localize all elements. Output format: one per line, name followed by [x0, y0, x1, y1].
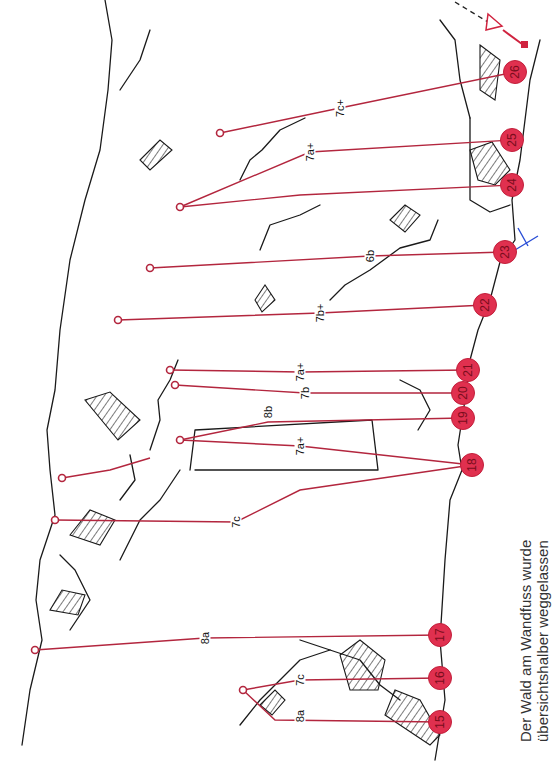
route-number-circle	[461, 454, 484, 477]
route-number: 23	[493, 240, 517, 264]
route-number-text: 26	[509, 65, 521, 78]
route-number-text: 17	[434, 628, 446, 641]
approach-arrow	[486, 14, 502, 30]
route-number-circle	[501, 174, 524, 197]
route-number-circle	[452, 382, 475, 405]
belay-anchor	[115, 317, 122, 324]
grade-label: 7b	[300, 386, 311, 400]
belay-anchor	[177, 204, 184, 211]
rock-crack	[260, 205, 320, 250]
belay-anchor	[52, 517, 59, 524]
route-number-text: 20	[457, 386, 469, 399]
hatched-rock	[340, 640, 385, 690]
route-number: 15	[428, 710, 452, 734]
route-number-circle	[494, 241, 517, 264]
grade-label: 7b+	[315, 303, 326, 324]
route-line	[35, 635, 440, 650]
route-line	[220, 72, 515, 133]
rock-crack	[120, 455, 135, 500]
rock-crack	[150, 360, 178, 450]
rock-crack	[400, 380, 430, 430]
route-number: 20	[451, 381, 475, 405]
hatched-rock	[70, 510, 115, 545]
route-number: 24	[500, 173, 524, 197]
grade-label: 7c+	[335, 98, 346, 118]
route-number-circle	[452, 407, 475, 430]
route-number-text: 25	[506, 133, 518, 146]
belay-anchor	[167, 367, 174, 374]
belay-anchor	[240, 687, 247, 694]
route-number-text: 18	[466, 458, 478, 471]
grade-label: 8a	[295, 709, 306, 723]
route-line	[150, 252, 505, 268]
rock-crack	[440, 20, 470, 118]
approach-path	[455, 2, 488, 22]
belay-anchor	[217, 130, 224, 137]
route-number: 18	[460, 453, 484, 477]
hatched-rock	[255, 285, 275, 312]
route-number-circle	[457, 359, 480, 382]
hatched-rock	[480, 45, 500, 100]
route-number-text: 19	[457, 411, 469, 424]
hatched-rock	[390, 205, 420, 232]
hatched-rock	[85, 392, 140, 440]
approach-path	[503, 30, 522, 44]
route-line	[170, 370, 468, 372]
route-line	[118, 305, 485, 320]
route-number: 16	[428, 666, 452, 690]
route-line	[180, 140, 512, 207]
grade-label: 8b	[263, 405, 274, 419]
route-line	[175, 385, 463, 393]
caption-note: Der Wald am Wandfuss wurde übersichtshal…	[517, 502, 551, 742]
grade-label: 7a+	[305, 142, 316, 163]
route-number-circle	[474, 294, 497, 317]
route-line	[180, 418, 463, 440]
grade-label: 8a	[200, 631, 211, 645]
grade-label: 7a+	[295, 362, 306, 383]
route-number-text: 15	[434, 715, 446, 728]
route-number: 21	[456, 358, 480, 382]
belay-anchor	[59, 475, 66, 482]
route-number: 22	[473, 293, 497, 317]
route-number-text: 21	[462, 363, 474, 376]
hatched-rock	[50, 590, 85, 615]
route-number-text: 16	[434, 671, 446, 684]
route-number-circle	[501, 129, 524, 152]
rock-crack	[330, 220, 438, 300]
grade-label: 7a+	[295, 436, 306, 457]
belay-anchor	[147, 265, 154, 272]
route-line	[55, 465, 472, 522]
wall-top-edge	[22, 0, 112, 745]
route-line	[243, 678, 440, 690]
route-number-circle	[429, 667, 452, 690]
route-number: 17	[428, 623, 452, 647]
route-number-circle	[504, 61, 527, 84]
route-number: 25	[500, 128, 524, 152]
belay-anchor	[172, 382, 179, 389]
belay-anchor	[32, 647, 39, 654]
belay-anchor	[177, 437, 184, 444]
approach-mark	[521, 41, 528, 48]
route-number-circle	[429, 624, 452, 647]
rock-crack	[120, 30, 150, 90]
blue-mark	[515, 228, 538, 250]
route-number-circle	[429, 711, 452, 734]
grade-label: 7c	[231, 515, 242, 529]
route-line	[180, 440, 472, 465]
rock-crack	[300, 640, 400, 700]
route-line	[243, 690, 440, 722]
hatched-rock	[140, 140, 172, 170]
grade-label: 7c	[295, 673, 306, 687]
route-line	[180, 185, 512, 207]
route-number-text: 24	[506, 178, 518, 191]
hatched-rock	[260, 690, 285, 715]
grade-label: 6b	[365, 249, 376, 263]
route-number: 26	[503, 60, 527, 84]
rock-crack	[120, 470, 180, 560]
route-line	[62, 458, 150, 478]
route-number: 19	[451, 406, 475, 430]
route-number-text: 22	[479, 298, 491, 311]
route-number-text: 23	[499, 245, 511, 258]
